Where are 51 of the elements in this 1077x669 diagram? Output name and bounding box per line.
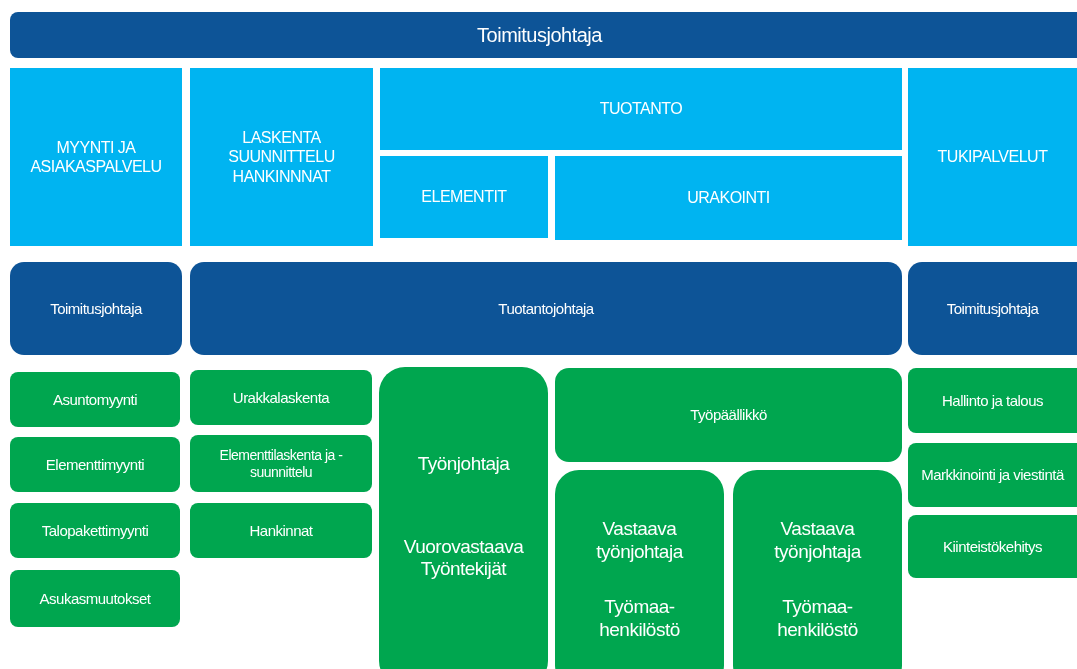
role-label: TUOTANTO (599, 99, 683, 119)
role-label: Hallinto ja talous (941, 391, 1044, 410)
role-label: Työnjohtaja (417, 452, 510, 476)
department-box (10, 68, 182, 246)
unit-box (555, 470, 724, 669)
role-label: LASKENTA SUUNNITTELU HANKINNNAT (227, 128, 336, 186)
role-label: Vastaava työnjohtaja (595, 518, 685, 564)
role-label: Urakkalaskenta (232, 388, 330, 407)
role-label: Toimitusjohtaja (946, 299, 1039, 318)
role-label: Toimitusjohtaja (50, 299, 142, 318)
title-bar (10, 262, 182, 355)
role-label: Markkinointi ja viestintä (921, 466, 1064, 484)
role-label: Työmaa- henkilöstö (598, 596, 681, 642)
title-bar (908, 262, 1077, 355)
department-box (908, 68, 1077, 246)
department-box (190, 68, 373, 246)
role-label: MYYNTI JA ASIAKASPALVELU (29, 137, 163, 177)
unit-box (908, 443, 1077, 507)
role-label: ELEMENTIT (421, 187, 507, 207)
role-label: Elementtimyynti (45, 455, 145, 474)
unit-box (733, 470, 902, 669)
department-box (555, 156, 902, 240)
unit-box (10, 503, 180, 558)
role-label: Vastaava työnjohtaja (773, 518, 863, 564)
department-box (380, 156, 548, 238)
role-label: Asuntomyynti (52, 390, 137, 409)
role-label: Hankinnat (249, 521, 313, 540)
role-label: Tuotantojohtaja (498, 299, 594, 318)
unit-box (908, 515, 1077, 578)
role-label: Vuorovastaava Työntekijät (402, 535, 525, 582)
role-label: Asukasmuutokset (39, 589, 151, 608)
unit-box (379, 367, 548, 669)
role-label: Työmaa- henkilöstö (776, 596, 859, 642)
role-label: Toimitusjohtaja (477, 23, 602, 47)
role-label: Työpäällikkö (690, 406, 767, 424)
unit-box (190, 370, 372, 425)
unit-box (190, 435, 372, 492)
unit-box (190, 503, 372, 558)
title-bar (10, 12, 1077, 58)
unit-box (10, 437, 180, 492)
role-label: Kiinteistökehitys (942, 537, 1043, 556)
unit-box (908, 368, 1077, 433)
unit-box (555, 368, 902, 462)
unit-box (10, 372, 180, 427)
role-label: Elementtilaskenta ja - suunnittelu (218, 446, 344, 481)
role-label: URAKOINTI (687, 188, 770, 208)
title-bar (190, 262, 902, 355)
unit-box (10, 570, 180, 627)
role-label: TUKIPALVELUT (937, 147, 1048, 167)
department-box (380, 68, 902, 150)
role-label: Talopakettimyynti (41, 521, 149, 540)
